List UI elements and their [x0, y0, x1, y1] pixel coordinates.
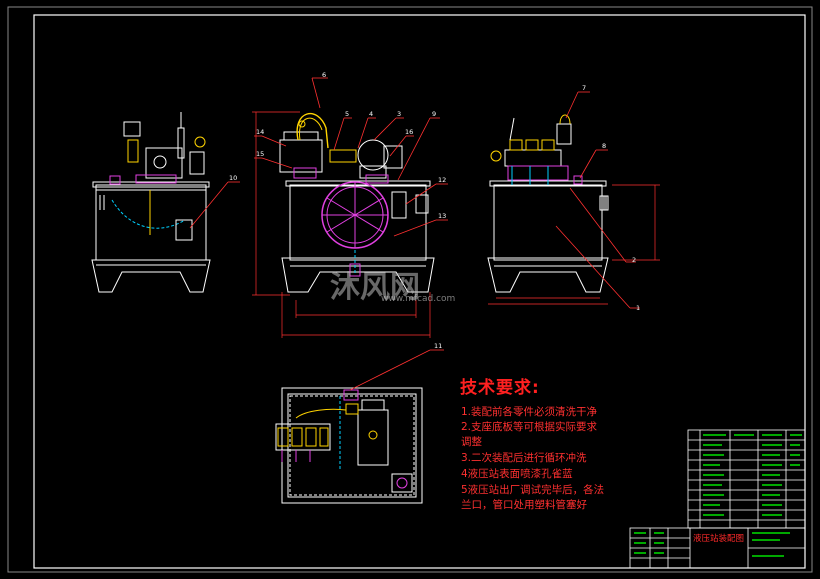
part-label-10: 10	[229, 174, 237, 182]
left-side-view	[91, 112, 211, 293]
front-view	[252, 111, 435, 338]
part-label-9: 9	[432, 110, 436, 118]
part-label-16: 16	[405, 128, 413, 136]
leader-10	[189, 181, 229, 229]
part-label-8: 8	[602, 142, 606, 150]
front-view-leaders	[254, 77, 448, 237]
drawing-title-name: 液压站装配图	[693, 534, 745, 544]
part-label-14: 14	[256, 128, 264, 136]
tech-req-line-3: 调整	[461, 436, 482, 448]
part-label-6: 6	[322, 71, 326, 79]
watermark-brand: 沐风网	[330, 270, 420, 305]
top-plan-view	[275, 387, 423, 504]
title-block	[629, 429, 806, 569]
part-label-13: 13	[438, 212, 446, 220]
tech-req-line-7: 兰口，管口处用塑料管塞好	[461, 499, 587, 511]
part-label-11: 11	[434, 342, 442, 350]
watermark-url: www.mfcad.com	[381, 294, 456, 304]
part-label-7: 7	[582, 84, 586, 92]
sheet-outer-border	[7, 6, 813, 573]
part-label-4: 4	[369, 110, 373, 118]
part-label-15: 15	[256, 150, 264, 158]
tech-req-line-1: 1.装配前各零件必须清洗干净	[461, 406, 598, 418]
part-label-3: 3	[397, 110, 401, 118]
right-side-view	[487, 114, 660, 305]
technical-requirements-title: 技术要求:	[460, 378, 540, 398]
part-label-2: 2	[632, 256, 636, 264]
part-label-1: 1	[636, 304, 640, 312]
tech-req-line-6: 5液压站出厂调试完毕后，各法	[461, 484, 605, 496]
tech-req-line-4: 3.二次装配后进行循环冲洗	[461, 452, 587, 464]
tech-req-line-5: 4液压站表面喷漆孔雀蓝	[461, 468, 573, 480]
title-block-cells	[634, 434, 802, 557]
leader-11	[349, 349, 431, 391]
sheet-inner-frame	[33, 14, 806, 569]
part-label-12: 12	[438, 176, 446, 184]
part-number-labels: 6 5 4 3 9 16 14 15 12 13 10 7 8 2 1 11	[229, 71, 640, 350]
part-label-5: 5	[345, 110, 349, 118]
right-view-leaders	[555, 91, 640, 309]
tech-req-line-2: 2.支座底板等可根据实际要求	[461, 421, 598, 433]
